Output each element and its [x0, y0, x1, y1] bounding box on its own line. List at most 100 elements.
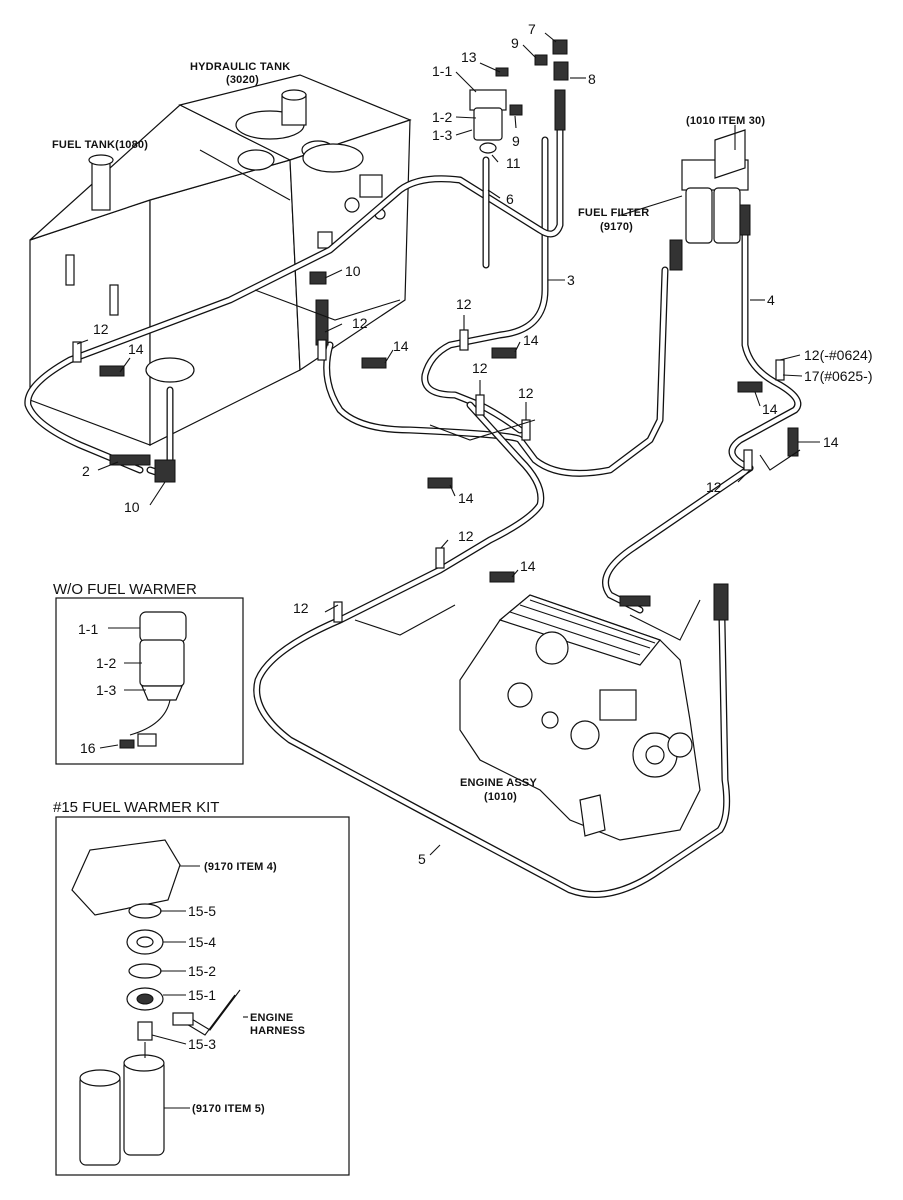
bracket-outline-e: [629, 599, 701, 641]
bolt-14f: [737, 381, 763, 393]
hose-end-2-upper: [315, 299, 329, 346]
callout-w-16: 16: [80, 740, 96, 756]
fitting-8: [553, 61, 569, 81]
inset-connector-16: [119, 739, 135, 749]
bolt-14e: [489, 571, 515, 583]
callout-2: 2: [82, 463, 90, 479]
leader-lines: [76, 32, 820, 1109]
elbow-10a: [309, 271, 327, 285]
label-filter-element-ref: (9170 ITEM 5): [192, 1103, 265, 1115]
callout-1-3: 1-3: [432, 127, 452, 143]
callout-1-2: 1-2: [432, 109, 452, 125]
inset-filter-drain: [141, 685, 183, 701]
engine-port: [535, 631, 569, 665]
fittings: [72, 39, 801, 641]
filter-inlet-fitting: [669, 239, 683, 271]
kit-o-ring-15-2: [128, 963, 162, 979]
tank-port-c: [302, 143, 364, 173]
callout-12c: 12: [456, 296, 472, 312]
callout-9b: 9: [512, 133, 520, 149]
callout-9a: 9: [511, 35, 519, 51]
tank-sight-glass-a: [65, 254, 75, 286]
clamp-12g: [333, 601, 343, 623]
kit-filter-element-a: [79, 1074, 121, 1166]
label-hydraulic-tank: HYDRAULIC TANK: [190, 61, 290, 73]
callout-7: 7: [528, 21, 536, 37]
engine-sump: [579, 794, 606, 837]
inset-fuel-warmer-kit: #15 FUEL WARMER KIT: [53, 799, 350, 1176]
kit-warmer-15-4-hole: [136, 936, 154, 948]
filter-bowl-1-2: [473, 107, 503, 141]
filter-head-1-1: [469, 89, 507, 111]
callout-k-15-5: 15-5: [188, 903, 216, 919]
callout-numbers: 13 1-1 1-2 1-3 9 9 7 8 11 6 10 10 3 4 2 …: [78, 21, 873, 1052]
callout-k-15-3: 15-3: [188, 1036, 216, 1052]
o-ring-11: [479, 142, 497, 154]
callout-12d: 12: [472, 360, 488, 376]
kit-adapter-15-3: [137, 1021, 153, 1041]
clamp-12a: [72, 341, 82, 363]
tank-port-a: [237, 149, 275, 171]
callout-k-15-1: 15-1: [188, 987, 216, 1003]
callout-12-0624: 12(-#0624): [804, 347, 873, 363]
inset-title-warmer-kit: #15 FUEL WARMER KIT: [53, 799, 219, 816]
callout-12a: 12: [93, 321, 109, 337]
bolt-14c: [491, 347, 517, 359]
bolt-14a: [99, 365, 125, 377]
inset-without-fuel-warmer: W/O FUEL WARMER: [53, 581, 244, 765]
engine-housing: [599, 689, 637, 721]
clamp-12c: [459, 329, 469, 351]
label-hydraulic-tank-ref: (3020): [226, 74, 259, 86]
fitting-9b: [509, 104, 523, 116]
callout-8: 8: [588, 71, 596, 87]
bracket-outline-a: [254, 289, 401, 321]
inset-filter-bowl: [139, 639, 185, 687]
fuel-lines: [24, 96, 802, 898]
bracket-outline-c: [354, 604, 456, 636]
callout-10b: 10: [124, 499, 140, 515]
callout-6: 6: [506, 191, 514, 207]
clamp-12b: [317, 339, 327, 361]
callout-14c: 14: [523, 332, 539, 348]
fuel-tank-front: [29, 199, 151, 446]
engine-accessory-a: [570, 720, 600, 750]
callout-12b: 12: [352, 315, 368, 331]
hose-end-2-lower: [109, 454, 151, 466]
callout-w-1-3: 1-3: [96, 682, 116, 698]
inset-connector-16b: [137, 733, 157, 747]
tank-sight-glass-b: [109, 284, 119, 316]
callout-14f: 14: [762, 401, 778, 417]
kit-filter-element-b: [123, 1059, 165, 1156]
label-engine-harness-1: ENGINE: [250, 1012, 293, 1024]
callout-4: 4: [767, 292, 775, 308]
callout-1-1: 1-1: [432, 63, 452, 79]
kit-filter-element-a-top: [79, 1069, 121, 1087]
inset-sensor-wire: [129, 699, 171, 736]
tank-assembly: [29, 74, 412, 446]
inset-title-wo-warmer: W/O FUEL WARMER: [53, 581, 197, 598]
engine-return-fitting: [713, 583, 729, 621]
bracket-outline-b: [429, 419, 536, 441]
inset-filter-head: [139, 611, 187, 643]
engine-inlet-fitting: [619, 595, 651, 607]
callout-3: 3: [567, 272, 575, 288]
label-fuel-filter-ref: (9170): [600, 221, 633, 233]
clamp-12h: [743, 449, 753, 471]
fuel-filter-element-b: [713, 187, 741, 244]
clamp-12-0624: [775, 359, 785, 381]
callout-11: 11: [506, 155, 521, 171]
callout-5: 5: [418, 851, 426, 867]
callout-k-15-4: 15-4: [188, 934, 216, 950]
callout-w-1-1: 1-1: [78, 621, 98, 637]
fitting-9a: [534, 54, 548, 66]
filter-outlet-fitting: [739, 204, 751, 236]
clamp-12f: [435, 547, 445, 569]
engine-pulley-hub: [645, 745, 665, 765]
label-engine-harness-2: HARNESS: [250, 1025, 305, 1037]
elbow-10b: [154, 459, 176, 483]
callout-13: 13: [461, 49, 477, 65]
engine-assembly: [459, 594, 701, 841]
engine-pulley-small: [667, 732, 693, 758]
